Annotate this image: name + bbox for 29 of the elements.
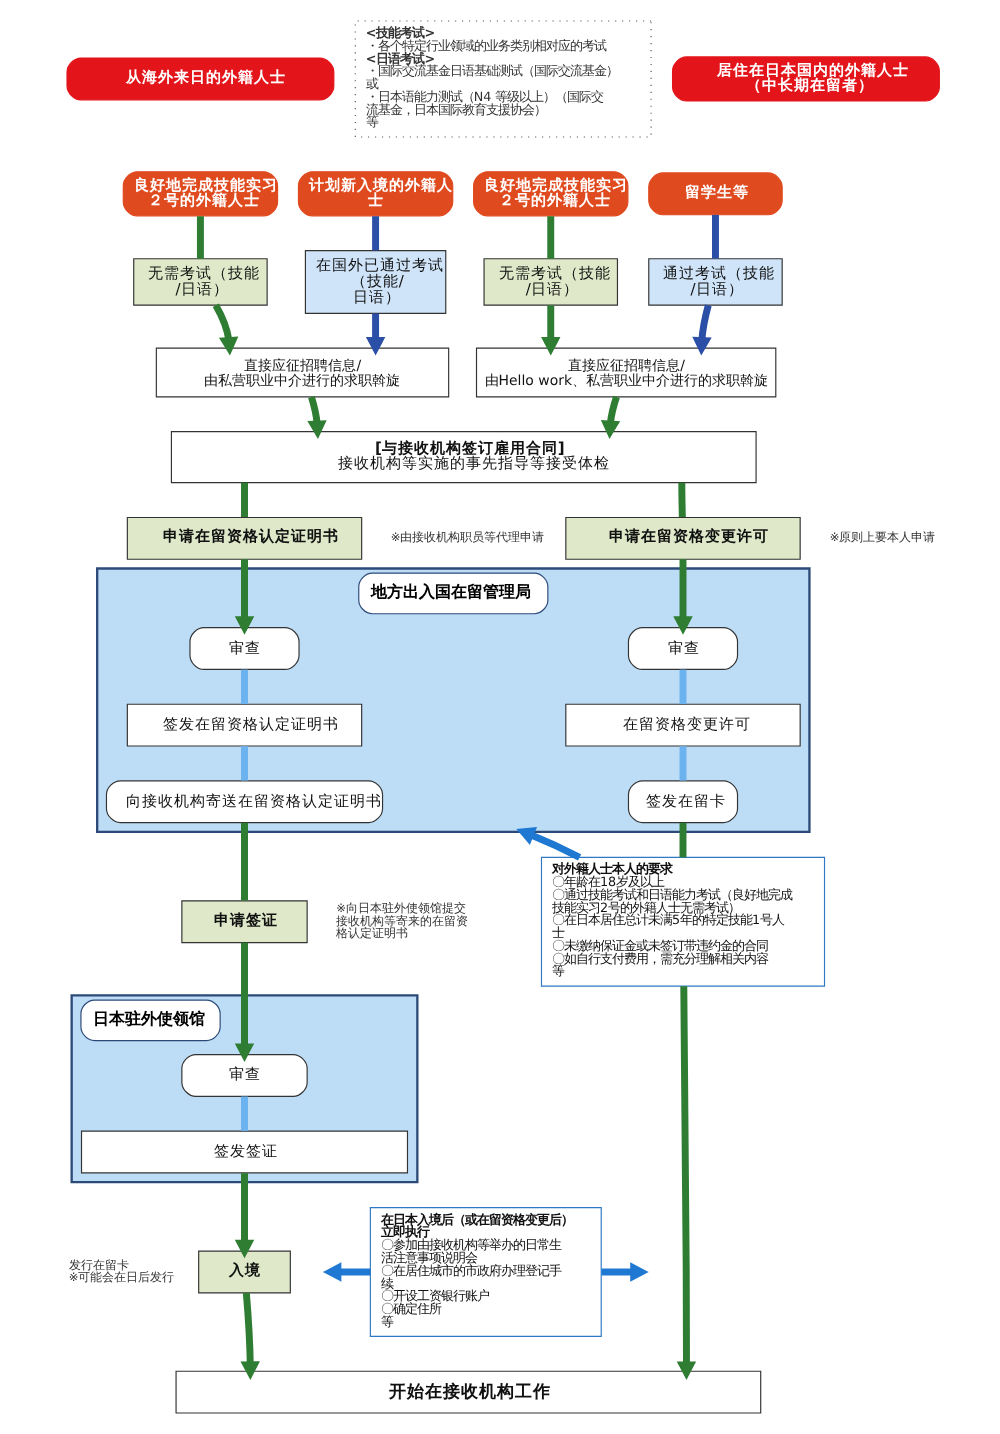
connector (241, 746, 248, 781)
connector (712, 214, 719, 259)
connector (679, 746, 687, 781)
connector (241, 1096, 248, 1131)
arrow (322, 1262, 371, 1282)
arrow (234, 942, 255, 1062)
connector (196, 216, 204, 259)
connector (547, 216, 555, 259)
arrow (601, 1262, 649, 1282)
arrow (692, 304, 712, 356)
arrow (600, 395, 621, 440)
arrow (212, 303, 239, 356)
node-box: 开始在接收机构工作 (175, 1370, 762, 1414)
connector (679, 669, 687, 704)
connector (241, 822, 248, 901)
connector (241, 482, 248, 517)
arrow (240, 1292, 260, 1380)
connector (678, 482, 686, 518)
connector (241, 669, 248, 704)
arrow (516, 826, 582, 861)
arrow (234, 1173, 255, 1259)
arrow (307, 395, 327, 440)
arrow (541, 305, 561, 356)
connector (679, 822, 687, 858)
arrow (234, 559, 255, 635)
arrow (365, 313, 386, 356)
arrow (673, 559, 693, 635)
arrow (676, 986, 697, 1380)
connector (372, 216, 380, 251)
